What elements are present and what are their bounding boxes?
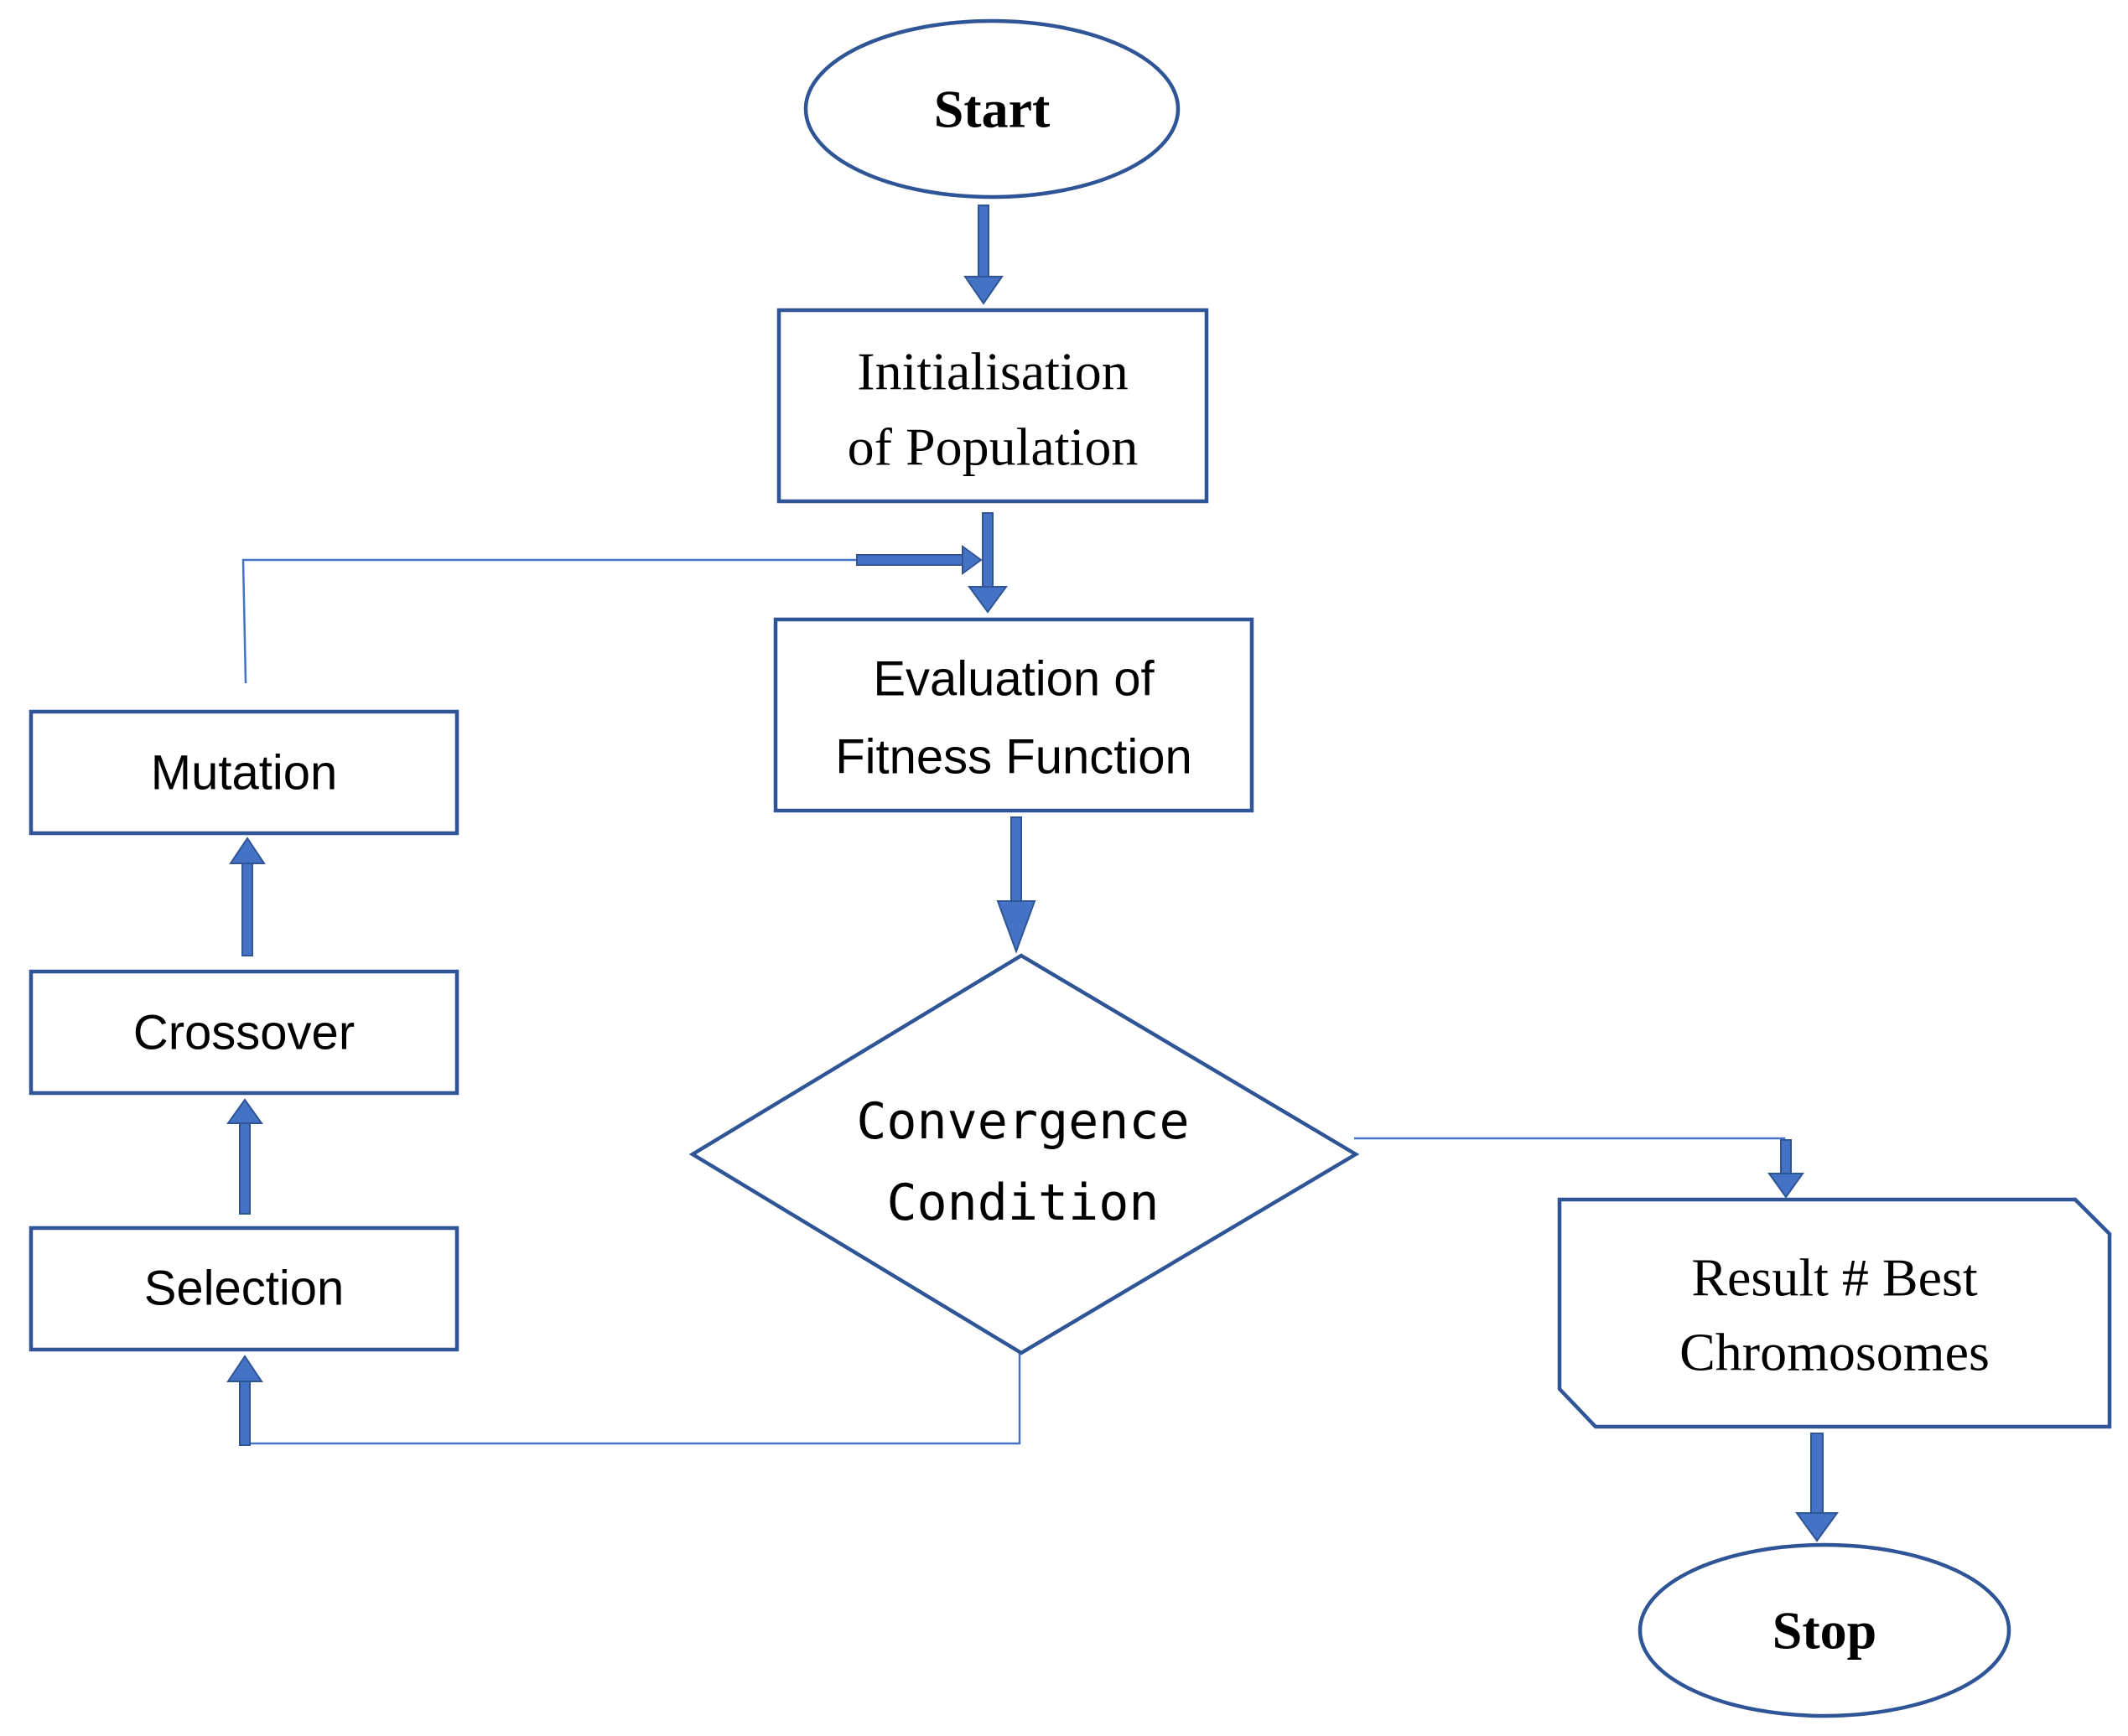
selection-node: Selection bbox=[29, 1226, 459, 1352]
initialisation-node: Initialisation of Population bbox=[776, 308, 1209, 504]
mutation-node: Mutation bbox=[29, 709, 459, 836]
evaluation-label-line-2: Fitness Function bbox=[835, 730, 1192, 785]
arrow-eval-to-convergence bbox=[996, 816, 1036, 954]
convergence-label-line-1: Convergence bbox=[856, 1092, 1189, 1151]
arrow-into-result bbox=[1767, 1139, 1804, 1199]
arrow-crossover-to-mutation bbox=[229, 837, 266, 956]
convergence-label-line-2: Condition bbox=[886, 1174, 1159, 1232]
initialisation-label-line-2: of Population bbox=[848, 417, 1139, 477]
connector-convergence-to-result bbox=[1354, 1137, 1786, 1157]
arrow-into-selection bbox=[226, 1355, 263, 1446]
start-label: Start bbox=[934, 80, 1051, 139]
stop-node: Stop bbox=[1638, 1542, 2011, 1718]
connector-convergence-to-selection bbox=[245, 1347, 1021, 1445]
initialisation-label-line-1: Initialisation bbox=[857, 342, 1129, 402]
arrow-result-to-stop bbox=[1795, 1433, 1839, 1542]
arrow-start-to-init bbox=[963, 205, 1004, 305]
stop-label: Stop bbox=[1772, 1601, 1877, 1661]
evaluation-node: Evaluation of Fitness Function bbox=[773, 617, 1254, 813]
start-node: Start bbox=[803, 18, 1181, 200]
connector-mutation-to-evaluation bbox=[241, 558, 973, 684]
arrow-loop-into-eval bbox=[856, 545, 983, 575]
result-label-line-2: Chromosomes bbox=[1679, 1323, 1990, 1382]
crossover-label: Crossover bbox=[133, 1006, 355, 1060]
crossover-node: Crossover bbox=[29, 969, 459, 1096]
arrow-init-to-eval bbox=[968, 512, 1008, 614]
mutation-label: Mutation bbox=[151, 746, 337, 801]
selection-label: Selection bbox=[144, 1262, 345, 1316]
result-label-line-1: Result # Best bbox=[1691, 1248, 1978, 1308]
evaluation-label-line-1: Evaluation of bbox=[873, 652, 1155, 707]
result-node: Result # Best Chromosomes bbox=[1557, 1197, 2112, 1429]
convergence-node: Convergence Condition bbox=[688, 953, 1360, 1355]
arrow-selection-to-crossover bbox=[226, 1098, 263, 1215]
